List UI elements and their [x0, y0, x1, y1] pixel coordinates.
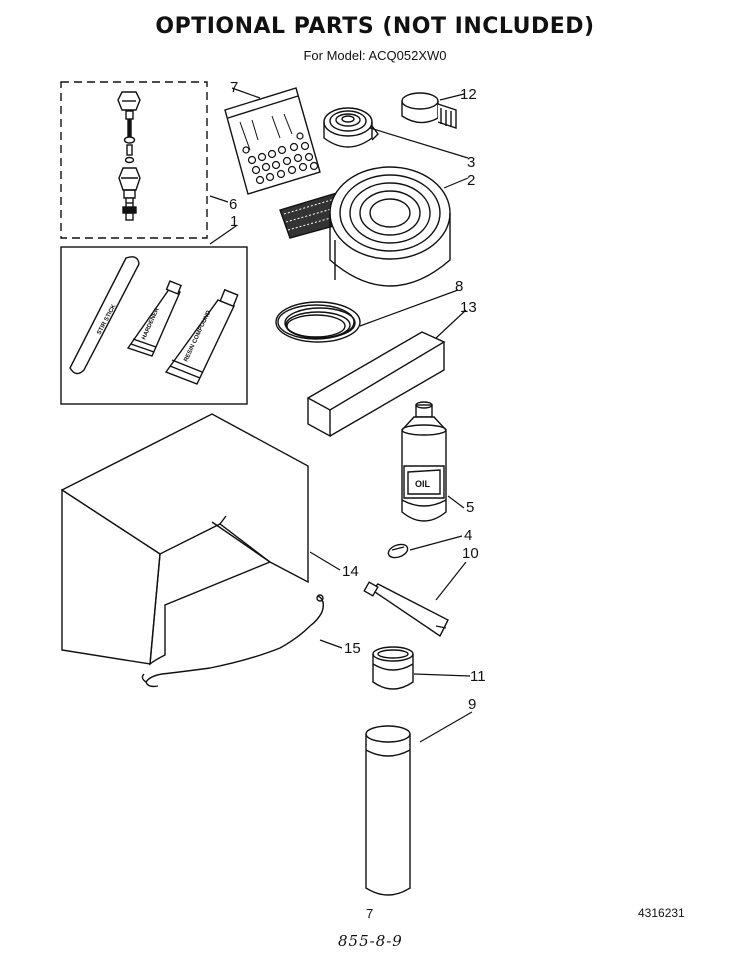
part-10-tube-icon	[363, 581, 449, 638]
part-11-can-icon	[372, 646, 414, 690]
callout-numbers: 7 12 3 2 6 1 8 13 5 4 10 14 15 11 9	[229, 79, 486, 713]
page-title: OPTIONAL PARTS (NOT INCLUDED)	[155, 14, 595, 39]
callout-2: 2	[467, 172, 475, 189]
leader-13	[435, 309, 467, 339]
stir-stick-icon: STIR STICK	[69, 256, 140, 375]
leader-9	[419, 711, 473, 743]
resin-compound-tube-icon: RESIN COMPOUND	[164, 288, 239, 385]
part-1-box	[60, 246, 248, 405]
leader-5	[447, 495, 465, 509]
leader-14	[309, 551, 341, 571]
part-12-tape-roll-icon	[401, 92, 457, 129]
leader-8	[359, 289, 459, 327]
part-7-fitting-bag-icon	[224, 87, 321, 195]
part-6-service-valve-group	[60, 81, 208, 239]
part-8-coiled-wire-icon	[275, 301, 361, 343]
leader-1	[209, 225, 237, 245]
callout-13: 13	[460, 299, 477, 316]
page-number: 7	[366, 906, 374, 921]
part-5-oil-bottle-icon: OIL	[401, 401, 447, 522]
document-number: 4316231	[638, 906, 685, 920]
callout-7: 7	[230, 79, 238, 96]
oil-label: OIL	[415, 479, 431, 489]
part-2-foam-tape-roll-icon	[279, 166, 451, 287]
part-3-small-coil-icon	[323, 107, 379, 148]
leader-6	[209, 195, 229, 203]
leader-12	[439, 93, 465, 101]
callout-14: 14	[342, 563, 359, 580]
leader-4	[409, 535, 463, 551]
callout-4: 4	[464, 527, 472, 544]
part-4-capsule-icon	[387, 543, 409, 559]
part-9-aerosol-can-icon	[365, 725, 411, 896]
part-14-cover-icon	[60, 413, 309, 666]
service-valve-icon	[117, 91, 141, 221]
handwritten-note: 855-8-9	[338, 932, 403, 950]
callout-8: 8	[455, 278, 463, 295]
leader-lines	[209, 87, 473, 743]
callout-12: 12	[460, 86, 477, 103]
callout-10: 10	[462, 545, 479, 562]
model-subtitle: For Model: ACQ052XW0	[303, 48, 447, 63]
callout-15: 15	[344, 640, 361, 657]
callout-6: 6	[229, 196, 237, 213]
leader-2	[443, 177, 469, 189]
callout-5: 5	[466, 499, 474, 516]
leader-10	[435, 561, 467, 601]
callout-9: 9	[468, 696, 476, 713]
part-6-dashed-box	[60, 81, 208, 239]
leader-3	[369, 127, 469, 159]
callout-3: 3	[467, 154, 475, 171]
leader-15	[319, 639, 343, 649]
leader-7	[231, 87, 261, 99]
part-13-foam-block-icon	[306, 331, 446, 438]
leader-11	[413, 673, 471, 677]
callout-1: 1	[230, 213, 238, 230]
part-1-repair-kit-group: STIR STICK HARDENER RESIN COMPOUND	[60, 246, 248, 405]
part-15-drain-cord-icon	[141, 594, 325, 688]
callout-11: 11	[470, 668, 486, 685]
hardener-tube-icon: HARDENER	[126, 280, 182, 357]
